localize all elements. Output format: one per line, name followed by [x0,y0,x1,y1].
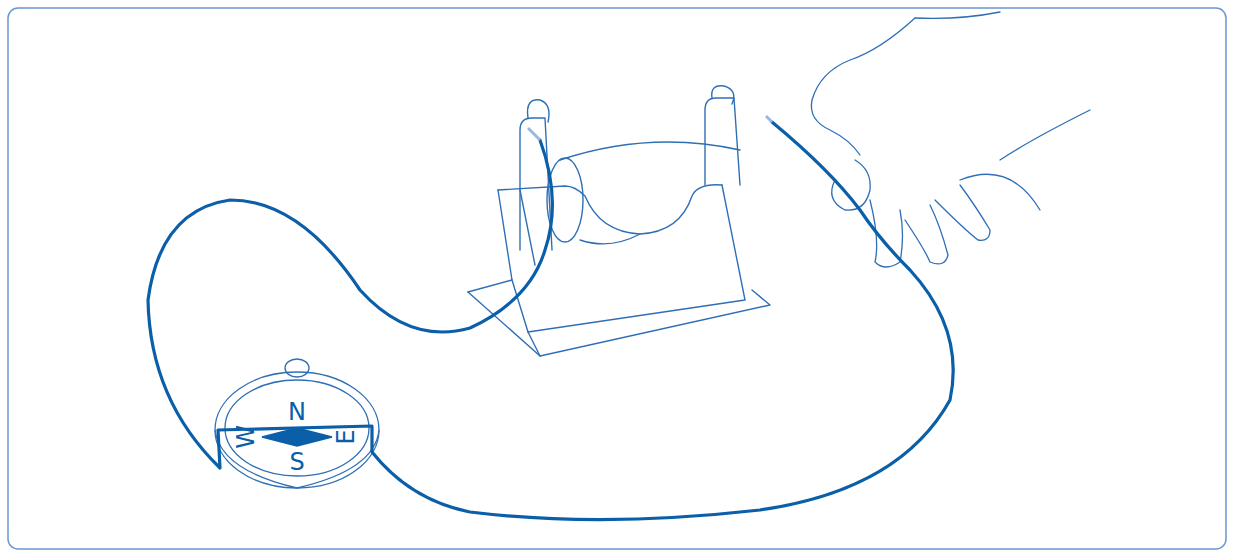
hand-index-finger [811,18,915,155]
cell-bottom [580,234,640,244]
compass [215,359,379,488]
compass-case [215,372,379,488]
left-post [520,118,552,250]
cell-top [560,142,740,160]
holder-base-edge [468,280,512,292]
compass-needle [262,428,332,446]
compass-direction-label: N [288,400,306,424]
frame-border [8,8,1226,549]
holder-inner-edge [520,190,535,265]
right-clip [712,86,734,104]
compass-ring [285,359,309,377]
left-clip [528,100,550,122]
compass-direction-label: E [333,429,357,444]
holder-front-rim [498,185,722,234]
wire-bare-end [766,116,772,122]
holder-body [498,185,745,332]
hand [811,12,1090,267]
hand-wrist [915,12,1000,18]
hand-palm [960,110,1090,210]
compass-direction-label: S [290,450,305,474]
wire-bare-end [528,128,540,140]
compass-direction-label: W [234,425,258,449]
wire [148,122,953,520]
hand-finger [935,185,990,240]
right-post [705,98,740,185]
holder-corner [528,332,540,356]
battery-holder [468,86,770,356]
hand-finger [905,205,948,264]
